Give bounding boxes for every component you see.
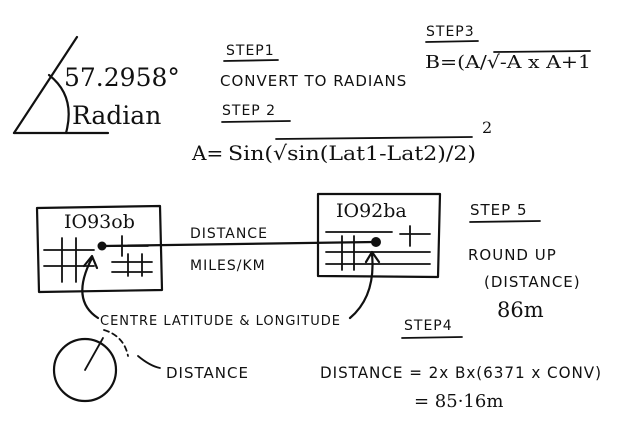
circle-arc-dashed (103, 329, 129, 357)
angle-degrees: 57.2958° (64, 63, 180, 92)
step4-heading: STEP4 (404, 318, 453, 334)
right-box-outline (316, 192, 442, 279)
step1: STEP1 CONVERT TO RADIANS (220, 43, 407, 90)
right-square-locator: IO92ba (336, 200, 407, 222)
distance-connector: DISTANCE MILES/KM (102, 226, 376, 274)
step2-heading: STEP 2 (222, 103, 276, 119)
connector-label-units: MILES/KM (190, 258, 266, 274)
grid-square-right: IO92ba (316, 192, 442, 279)
circle-distance-label: DISTANCE (166, 364, 249, 382)
step2-formula: Sin(√sin(Lat1-Lat2)/2) (228, 141, 476, 165)
grid-square-left: IO93ob (35, 204, 164, 294)
angle-diagram: 57.2958° Radian (12, 35, 180, 135)
step5-heading: STEP 5 (470, 201, 528, 219)
step2: STEP 2 A= Sin(√sin(Lat1-Lat2)/2) 2 (191, 103, 492, 165)
step2-formula-left: A= (191, 141, 223, 165)
connector-line (102, 240, 376, 248)
circle-diagram: DISTANCE (52, 329, 249, 403)
step5-line2: (DISTANCE) (484, 273, 581, 291)
left-centre-point (97, 241, 107, 251)
step2-sqrt-overline (275, 136, 473, 140)
step4-formula-line2: = 85·16m (414, 391, 503, 412)
step1-heading: STEP1 (226, 43, 275, 59)
step4: STEP4 DISTANCE = 2x Bx(6371 x CONV) = 85… (320, 318, 602, 412)
circle-radius-line (84, 337, 104, 371)
earth-circle (52, 337, 118, 403)
right-grid-lines (325, 225, 431, 271)
step5-underline (469, 220, 541, 223)
left-grid-lines (43, 235, 153, 283)
angle-unit: Radian (72, 101, 161, 130)
left-square-locator: IO93ob (64, 211, 135, 233)
centre-pointers: CENTRE LATITUDE & LONGITUDE (81, 250, 381, 329)
angle-arc (47, 73, 70, 135)
step3: STEP3 B=(A/√-A x A+1 (425, 24, 591, 73)
left-pointer-arrow (81, 254, 100, 320)
step3-underline (425, 40, 479, 43)
centre-lat-long-label: CENTRE LATITUDE & LONGITUDE (100, 314, 341, 329)
left-box-outline (35, 204, 164, 294)
right-pointer-arrow (348, 250, 381, 320)
step5: STEP 5 ROUND UP (DISTANCE) 86m (468, 201, 581, 322)
step1-underline (223, 59, 279, 62)
step4-formula-line1: DISTANCE = 2x Bx(6371 x CONV) (320, 363, 602, 382)
step4-underline (401, 336, 463, 339)
step3-formula: B=(A/√-A x A+1 (425, 52, 591, 73)
step3-heading: STEP3 (426, 24, 475, 40)
connector-label-distance: DISTANCE (190, 226, 268, 242)
step2-underline (221, 120, 291, 123)
step1-text: CONVERT TO RADIANS (220, 72, 407, 90)
step5-line1: ROUND UP (468, 246, 557, 264)
right-centre-point (371, 237, 381, 247)
angle-ray-upper (12, 35, 79, 135)
step2-exponent: 2 (482, 118, 492, 137)
step5-line3: 86m (497, 298, 544, 322)
circle-label-pointer (137, 355, 161, 369)
step3-sqrt-overline (493, 50, 591, 53)
